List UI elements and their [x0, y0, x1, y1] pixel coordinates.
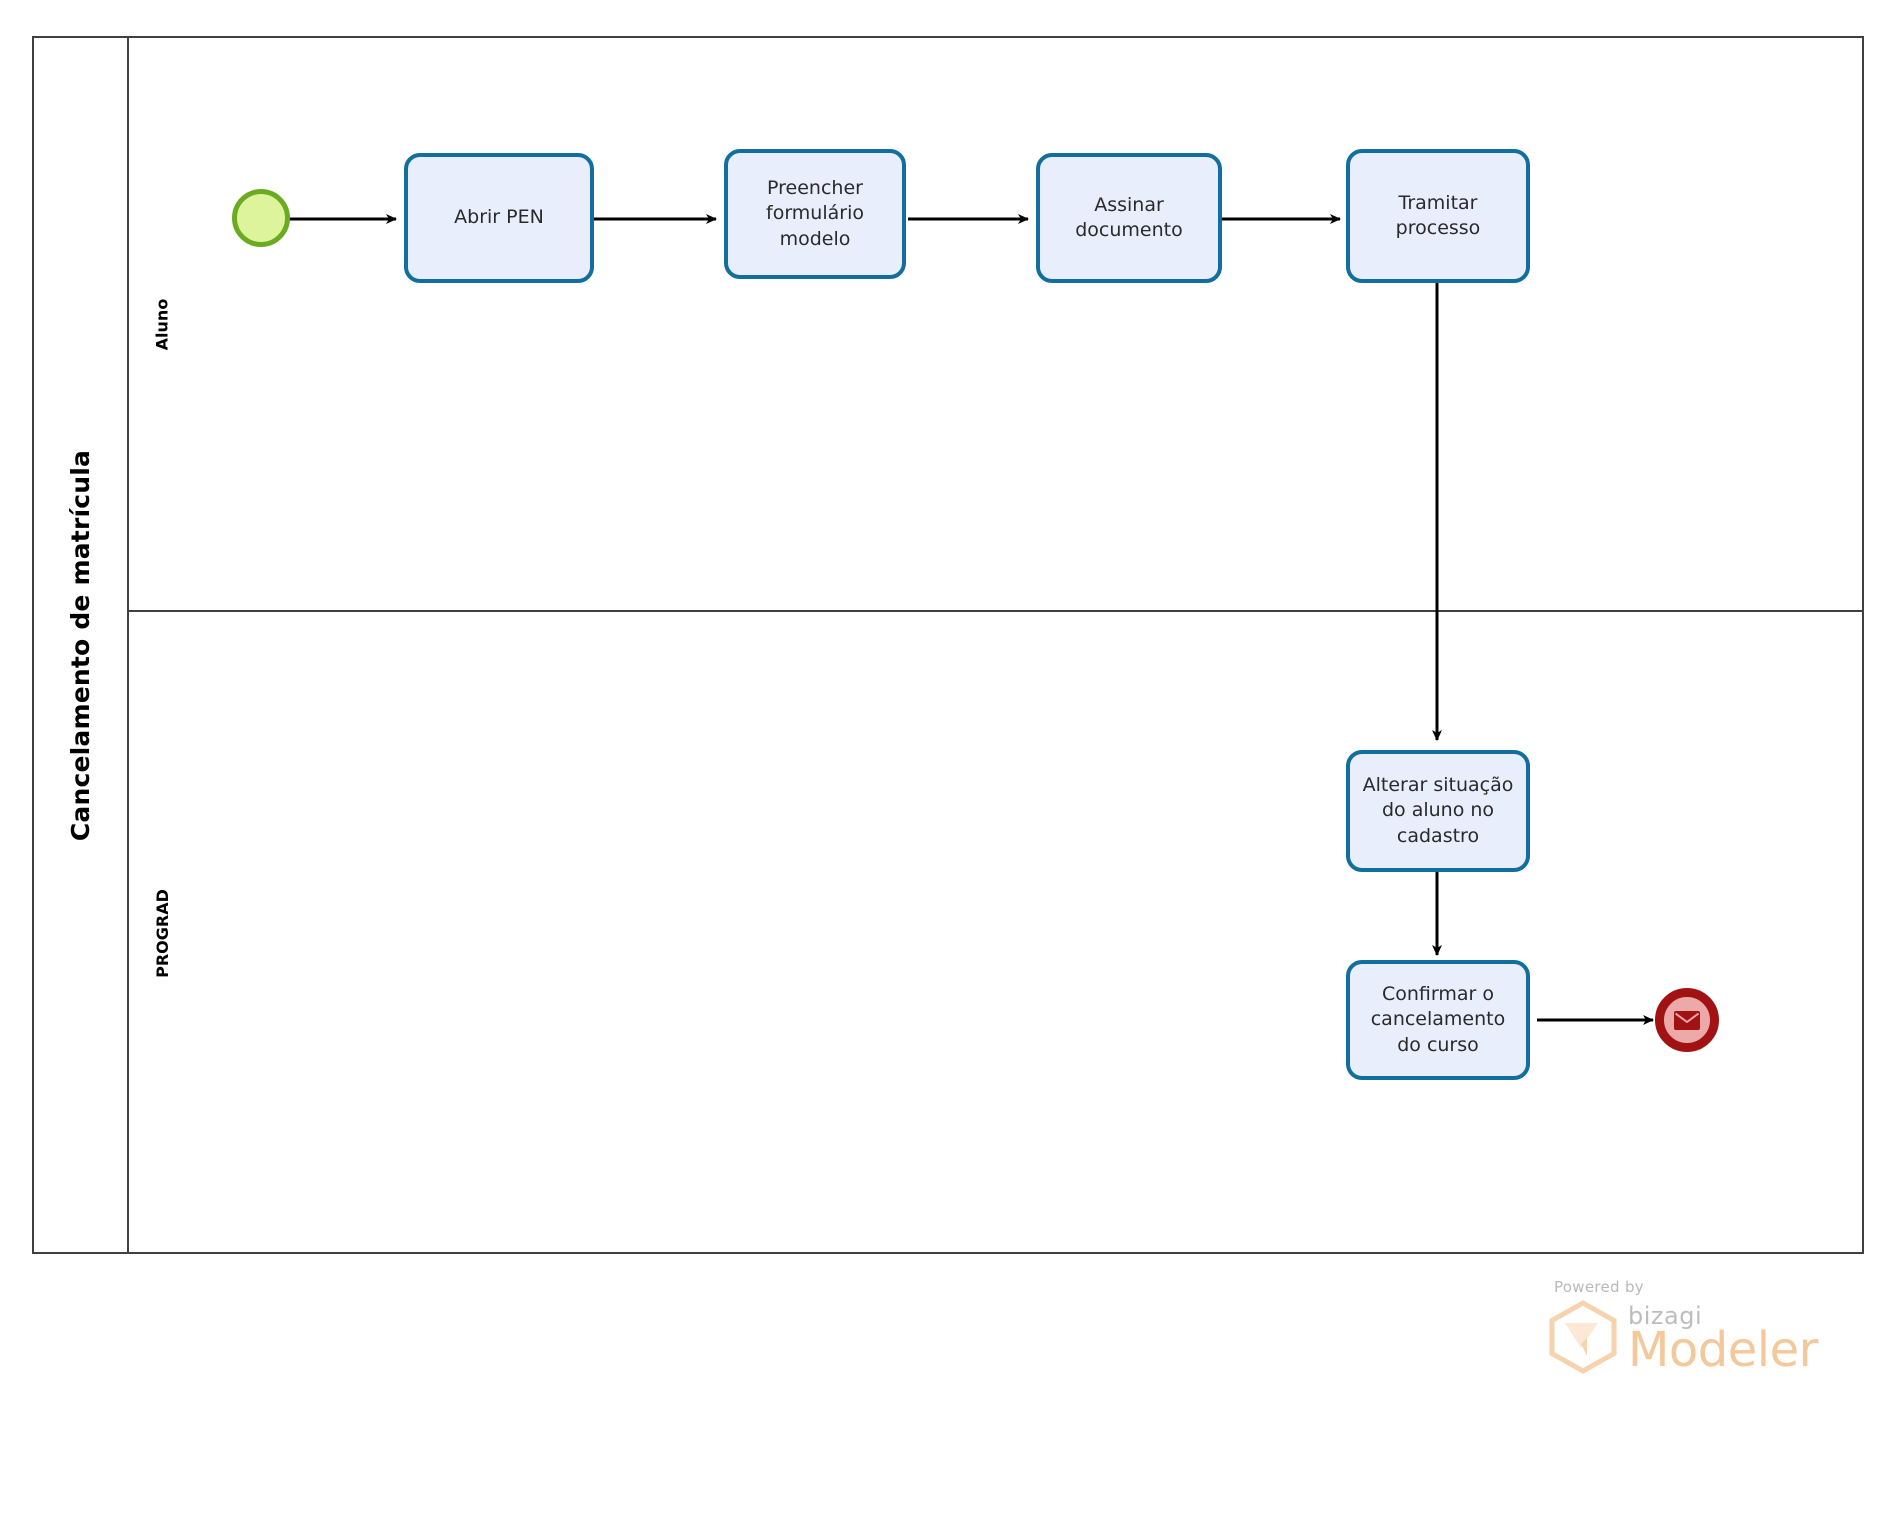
modeler-wordmark: Modeler: [1628, 1322, 1818, 1378]
bizagi-branding: Powered by bizagi Modeler: [1548, 1278, 1848, 1378]
pool-cancelamento-de-matricula[interactable]: Cancelamento de matrícula Aluno PROGRAD: [32, 36, 1864, 1254]
bizagi-wordmark: bizagi: [1628, 1302, 1703, 1330]
task-assinar-documento[interactable]: Assinar documento: [1036, 153, 1222, 283]
start-event[interactable]: [232, 189, 290, 247]
powered-by-label: Powered by: [1554, 1278, 1644, 1296]
bizagi-hexagon-logo-icon: [1548, 1300, 1618, 1378]
task-alterar-situacao-do-aluno-no-cadastro[interactable]: Alterar situação do aluno no cadastro: [1346, 750, 1530, 872]
task-abrir-pen[interactable]: Abrir PEN: [404, 153, 594, 283]
lane-prograd[interactable]: PROGRAD: [129, 610, 1864, 1254]
end-message-event[interactable]: [1655, 988, 1719, 1052]
task-confirmar-o-cancelamento-do-curso[interactable]: Confirmar o cancelamento do curso: [1346, 960, 1530, 1080]
task-tramitar-processo[interactable]: Tramitar processo: [1346, 149, 1530, 283]
pool-header: Cancelamento de matrícula: [34, 38, 129, 1252]
task-preencher-formulario-modelo[interactable]: Preencher formulário modelo: [724, 149, 906, 279]
envelope-icon: [1674, 1010, 1700, 1030]
